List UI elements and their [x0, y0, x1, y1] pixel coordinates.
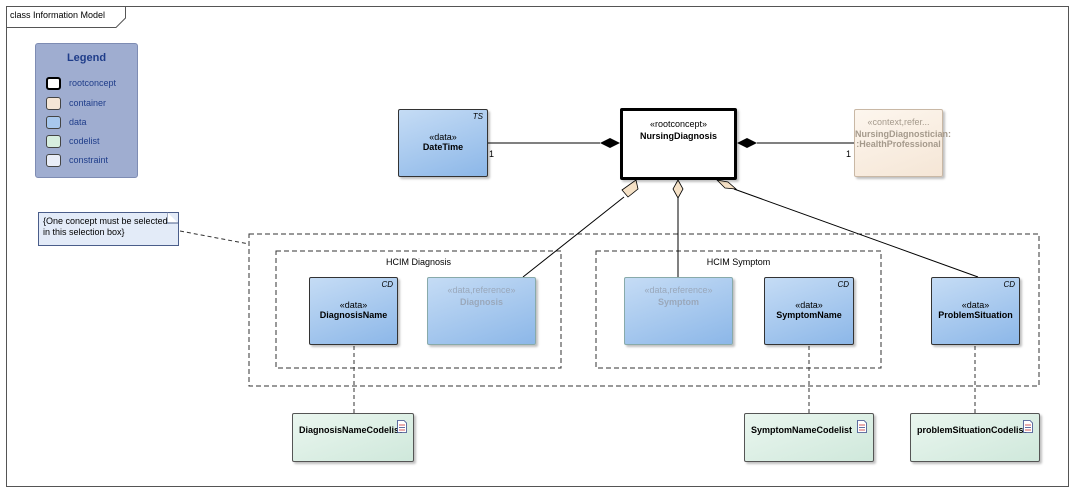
composition-diamond-right	[737, 138, 757, 148]
constraint-note[interactable]: {One concept must be selected in this se…	[38, 212, 179, 246]
class-name: ProblemSituation	[938, 310, 1013, 320]
type-tag: TS	[472, 112, 483, 121]
document-icon	[1023, 420, 1033, 433]
codelist-diagnosis-name[interactable]: DiagnosisNameCodelist	[292, 413, 414, 462]
legend: Legend rootconcept container data codeli…	[35, 43, 138, 178]
legend-swatch	[46, 96, 61, 110]
group-label-hcim-diagnosis: HCIM Diagnosis	[385, 257, 452, 267]
legend-swatch	[46, 134, 61, 148]
composition-diamond-left	[600, 138, 620, 148]
legend-label: codelist	[69, 136, 100, 146]
stereotype: «data»	[795, 300, 823, 310]
class-nursing-diagnosis[interactable]: «rootconcept» NursingDiagnosis	[620, 108, 737, 180]
class-problem-situation[interactable]: CD «data» ProblemSituation	[931, 277, 1020, 345]
link-problem-situation	[733, 188, 979, 278]
legend-label: rootconcept	[69, 78, 117, 88]
note-link	[179, 230, 250, 245]
aggregation-diamond-diagnosis	[621, 179, 639, 198]
codelist-name: DiagnosisNameCodelist	[299, 425, 403, 435]
stereotype: «data»	[339, 300, 368, 310]
legend-label: container	[69, 98, 107, 108]
class-diagnosis[interactable]: «data,reference» Diagnosis	[427, 277, 536, 345]
stereotype: «rootconcept»	[649, 119, 708, 129]
selection-box	[248, 233, 1040, 387]
class-name-type: :HealthProfessional	[856, 139, 941, 149]
class-diagnosis-name[interactable]: CD «data» DiagnosisName	[309, 277, 398, 345]
aggregation-diamond-problem	[715, 179, 738, 190]
stereotype: «data,reference»	[447, 285, 516, 295]
class-name: DateTime	[422, 142, 464, 152]
codelist-name: problemSituationCodelist	[917, 425, 1027, 435]
document-icon	[397, 420, 407, 433]
multiplicity-diagnostician: 1	[846, 149, 852, 159]
class-symptom[interactable]: «data,reference» Symptom	[624, 277, 733, 345]
diagram-title: class Information Model	[10, 10, 106, 20]
legend-item-rootconcept: rootconcept	[46, 75, 116, 91]
hcim-symptom-group	[595, 250, 882, 369]
class-datetime[interactable]: TS «data» DateTime	[398, 109, 488, 177]
group-label-hcim-symptom: HCIM Symptom	[706, 257, 771, 267]
class-name: NursingDiagnosis	[639, 131, 717, 141]
legend-title: Legend	[66, 52, 107, 64]
legend-item-codelist: codelist	[46, 133, 100, 149]
link-diagnosis	[522, 196, 625, 278]
aggregation-diamond-symptom	[672, 179, 684, 199]
document-icon	[857, 420, 867, 433]
codelist-problem-situation[interactable]: problemSituationCodelist	[910, 413, 1040, 462]
class-symptom-name[interactable]: CD «data» SymptomName	[764, 277, 854, 345]
legend-label: data	[69, 117, 87, 127]
stereotype: «data,reference»	[644, 285, 713, 295]
legend-swatch	[46, 153, 61, 167]
frame-tab-shape	[6, 6, 126, 28]
legend-item-container: container	[46, 95, 106, 111]
legend-label: constraint	[69, 155, 109, 165]
class-name: SymptomName	[776, 310, 842, 320]
class-name: Symptom	[657, 297, 699, 307]
legend-item-data: data	[46, 114, 87, 130]
note-corner	[167, 212, 178, 224]
type-tag: CD	[381, 280, 393, 289]
codelist-name: SymptomNameCodelist	[751, 425, 853, 435]
diagram-frame	[6, 6, 1069, 487]
hcim-diagnosis-group	[275, 250, 562, 369]
stereotype: «context,refer...	[867, 117, 930, 127]
legend-swatch	[46, 115, 61, 129]
type-tag: CD	[837, 280, 849, 289]
class-nursing-diagnostician[interactable]: «context,refer... NursingDiagnostician: …	[854, 109, 952, 177]
class-name: Diagnosis	[459, 297, 503, 307]
multiplicity-datetime: 1	[489, 149, 495, 159]
legend-swatch	[46, 76, 61, 90]
class-name: NursingDiagnostician:	[855, 129, 952, 139]
type-tag: CD	[1003, 280, 1015, 289]
codelist-symptom-name[interactable]: SymptomNameCodelist	[744, 413, 874, 462]
class-name: DiagnosisName	[319, 310, 388, 320]
stereotype: «data»	[961, 300, 990, 310]
legend-item-constraint: constraint	[46, 152, 108, 168]
stereotype: «data»	[429, 132, 457, 142]
